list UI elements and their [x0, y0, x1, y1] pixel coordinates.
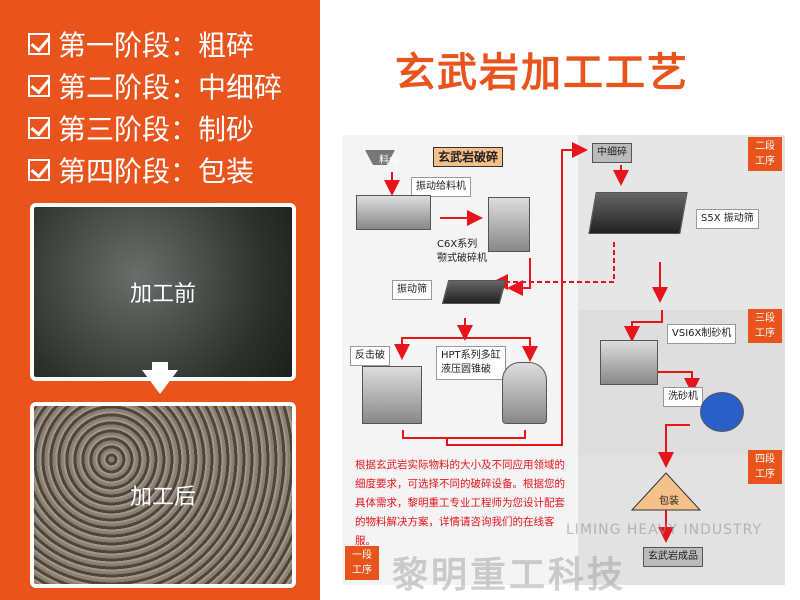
jaw-crusher [488, 197, 530, 252]
check-icon [28, 117, 50, 139]
stage-3: 第三阶段：制砂 [28, 108, 254, 148]
pack-label: 包装 [659, 496, 679, 507]
page-title: 玄武岩加工工艺 [395, 50, 689, 96]
vibrating-screen [441, 280, 507, 304]
down-arrow-icon [142, 370, 178, 394]
stage-label: 第三阶段：制砂 [58, 113, 255, 146]
stage-1: 第一阶段：粗碎 [28, 24, 254, 64]
watermark: 黎明重工科技 [392, 555, 627, 596]
tag-stage-4: 四段 工序 [748, 450, 782, 484]
stage-4: 第四阶段：包装 [28, 150, 254, 190]
product-label: 玄武岩成品 [643, 547, 703, 567]
process-note: 根据玄武岩实际物料的大小及不同应用领域的细度要求，可选择不同的破碎设备。根据您的… [355, 459, 565, 547]
watermark-en: LIMING HEAVY INDUSTRY [566, 522, 762, 538]
cone-crusher [502, 362, 547, 424]
sand-maker-label: VSI6X制砂机 [667, 324, 737, 344]
screen2-label: S5X 振动筛 [696, 209, 759, 229]
tag-stage-2: 二段 工序 [748, 137, 782, 171]
tag-stage-1: 一段 工序 [345, 546, 379, 580]
section-title: 玄武岩破碎 [433, 147, 504, 167]
medium-crush-label: 中细碎 [592, 143, 632, 163]
impact-crusher [362, 366, 422, 424]
check-icon [28, 75, 50, 97]
impact-label: 反击破 [350, 346, 390, 366]
photo-after-label: 加工后 [129, 485, 196, 510]
photo-before-label: 加工前 [129, 282, 196, 307]
sand-washer [700, 392, 744, 432]
washer-label: 洗砂机 [663, 387, 703, 407]
feeder-label: 振动给料机 [411, 177, 471, 197]
left-panel: 第一阶段：粗碎 第二阶段：中细碎 第三阶段：制砂 第四阶段：包装 加工前 加工后 [0, 0, 320, 600]
check-icon [28, 33, 50, 55]
stage-2: 第二阶段：中细碎 [28, 66, 282, 106]
jaw-label: C6X系列 颚式破碎机 [437, 239, 487, 264]
sand-maker [600, 340, 658, 385]
feeder-machine [356, 195, 431, 230]
check-icon [28, 159, 50, 181]
s5x-screen [588, 192, 688, 234]
tag-stage-3: 三段 工序 [748, 309, 782, 343]
screen1-label: 振动筛 [392, 280, 432, 300]
photo-after: 加工后 [30, 402, 296, 588]
stage-label: 第二阶段：中细碎 [58, 71, 283, 104]
hopper-label: 料仓 [379, 155, 399, 166]
stage-label: 第一阶段：粗碎 [58, 29, 255, 62]
stage-label: 第四阶段：包装 [58, 155, 255, 188]
cone-label: HPT系列多缸 液压圆锥破 [436, 346, 506, 380]
